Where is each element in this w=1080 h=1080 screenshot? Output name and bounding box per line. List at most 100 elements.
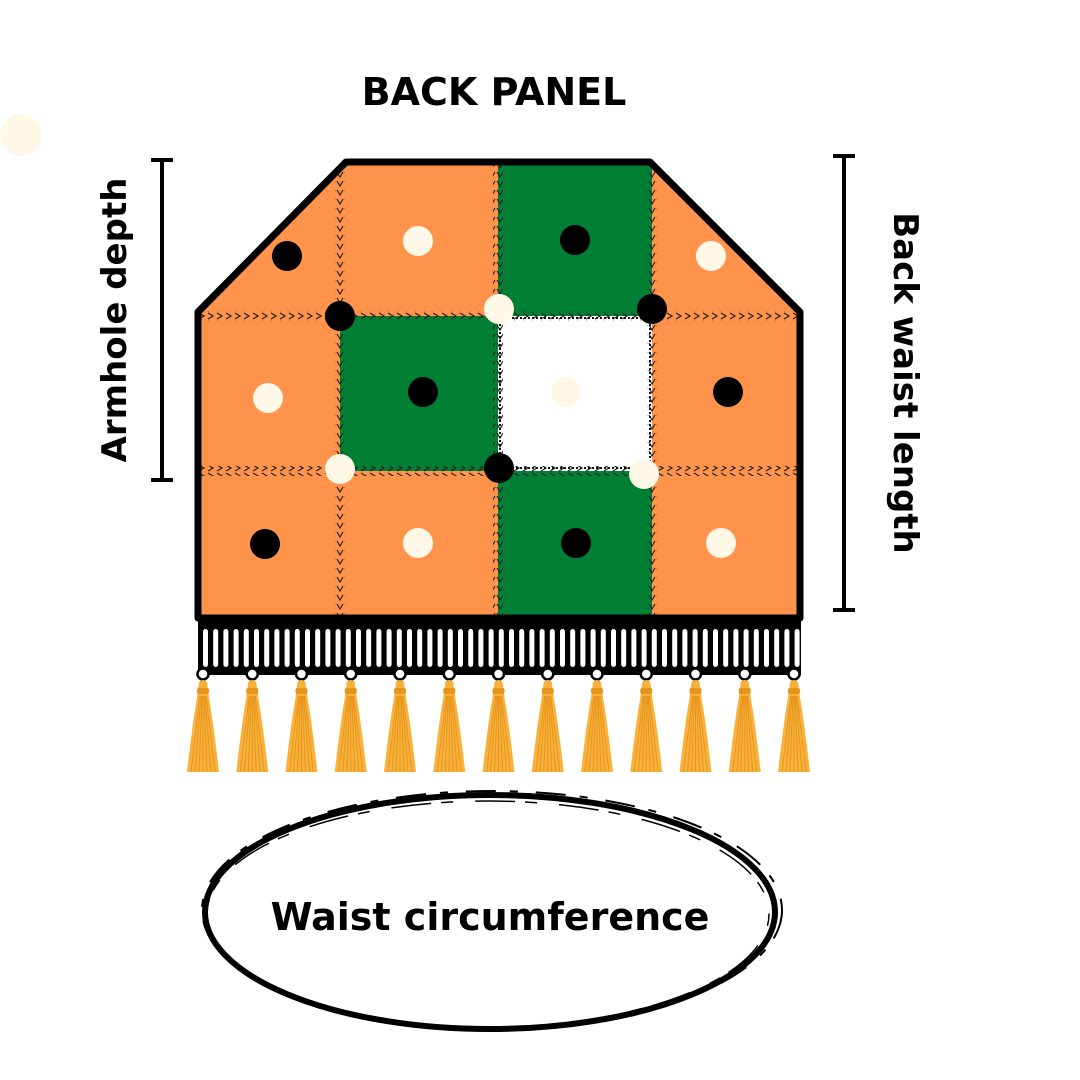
ribbing-stripe [702,629,708,667]
ribbing-stripe [519,629,525,667]
ribbing-stripe [692,629,698,667]
ribbing-stripe [539,629,545,667]
tassel [334,667,367,773]
ribbing-stripe [570,629,576,667]
ribbing-stripe [488,629,494,667]
ribbing-stripe [580,629,586,667]
ribbing-stripe [753,629,759,667]
panel-dot [325,301,355,331]
ribbing-stripe [305,629,310,667]
ribbing-stripe [774,629,780,667]
ribbing-stripe [509,629,514,667]
tassel [778,667,810,773]
tassel [482,667,515,773]
ribbing-stripe [549,629,555,667]
tassel [433,667,466,773]
decorative-dot [0,114,42,156]
ribbing-stripe [203,629,208,667]
ribbing-stripe [325,629,331,667]
ribbing-stripe [396,629,402,667]
ribbing-stripe [600,629,606,667]
tassel-fringe [187,667,810,773]
ribbing-stripe [437,629,443,667]
ribbing-stripe [498,629,504,667]
panel-dot [706,528,736,558]
panel-dots [250,225,743,559]
ribbing-stripe [315,629,321,667]
panel-dot [629,459,659,489]
ribbing-stripe [641,629,647,667]
ribbing-stripe [631,629,637,667]
ribbing-stripe [417,629,423,667]
ribbing-stripe [794,629,800,667]
ribbing-stripe [662,629,667,667]
ribbing-band [198,621,801,675]
ribbing-stripe [651,629,657,667]
ribbing-stripe [468,629,474,667]
ribbing-stripe [458,629,463,667]
ribbing-stripe [243,629,249,667]
tassel [236,667,269,773]
tassel [384,667,416,773]
ribbing-stripe [590,629,596,667]
panel-outline [194,158,804,622]
panel-dot [403,226,433,256]
ribbing-stripe [560,629,565,667]
tassel [531,667,564,773]
ribbing-stripe [621,629,627,667]
white-square-edge [499,317,651,469]
back-waist-length-label: Back waist length [885,212,925,554]
ribbing-stripe [284,629,290,667]
panel-dot [484,294,514,324]
ribbing-stripe [427,629,433,667]
ribbing-stripe [294,629,300,667]
ribbing-stripe [213,629,219,667]
ribbing-stripe [366,629,372,667]
ribbing-stripe [713,629,718,667]
panel [194,158,804,622]
panel-dot [408,377,438,407]
diagram-title: BACK PANEL [362,70,627,114]
ribbing-stripe [478,629,484,667]
back-waist-length-measure [833,154,855,612]
panel-dot [560,225,590,255]
panel-dot [250,529,280,559]
armhole-depth-label: Armhole depth [95,178,135,463]
panel-dot [696,241,726,271]
ribbing-stripe [723,629,729,667]
ribbing-stripe [356,629,361,667]
panel-dot [637,294,667,324]
ribbing-stripe [345,629,351,667]
ribbing-stripe [264,629,270,667]
ribbing-stripe [529,629,535,667]
panel-dot [561,528,591,558]
tassel [285,667,318,773]
tassel [581,667,613,773]
tassel [728,667,761,773]
ribbing-stripe [254,629,259,667]
ribbing-stripe [274,629,280,667]
ribbing-stripe [386,629,392,667]
ribbing-stripe [407,629,412,667]
armhole-depth-measure [151,158,173,482]
panel-dot [253,383,283,413]
ribbing-stripe [672,629,678,667]
tassel [187,667,219,773]
ribbing-stripe [376,629,382,667]
tassel [679,667,712,773]
panel-dot [325,454,355,484]
ribbing-stripe [743,629,749,667]
ribbing-stripe [764,629,769,667]
ribbing-stripe [447,629,453,667]
ribbing-stripe [233,629,239,667]
panel-dot [713,377,743,407]
ribbing-stripe [682,629,688,667]
panel-dot [272,241,302,271]
tassel [630,667,663,773]
ribbing-stripe [784,629,790,667]
waist-circumference-label: Waist circumference [271,895,710,939]
panel-dot [551,377,581,407]
panel-dot [484,453,514,483]
ribbing-stripe [733,629,739,667]
